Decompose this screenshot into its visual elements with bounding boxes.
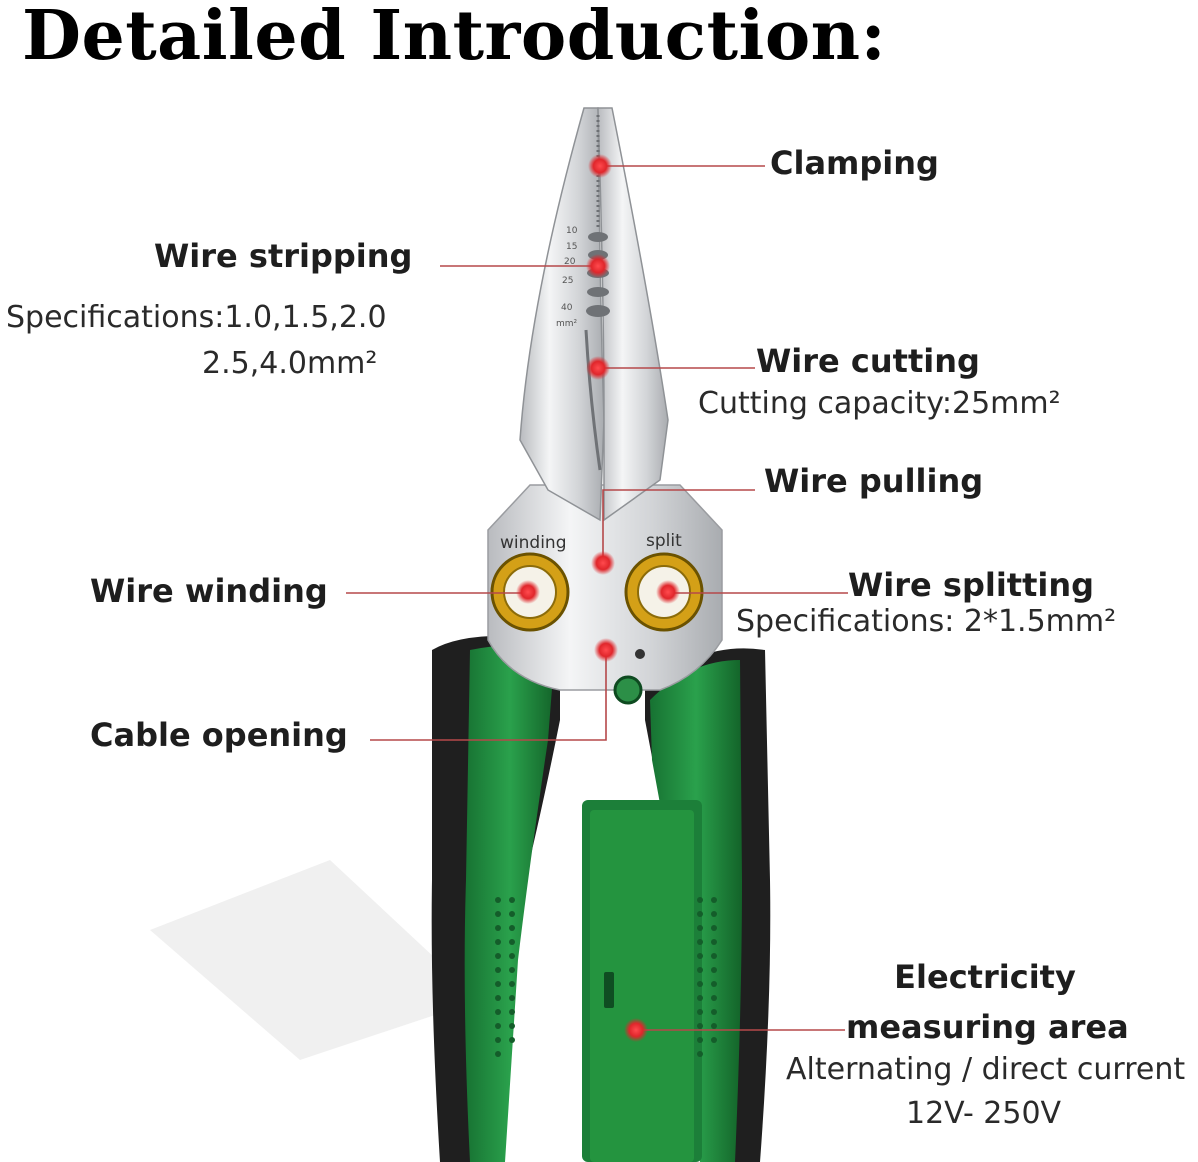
wire-stripping-label: Wire stripping	[154, 237, 413, 275]
left-grip-dots	[495, 897, 515, 1057]
wire-stripping-spec-line1: Specifications:1.0,1.5,2.0	[6, 300, 387, 335]
wire-pulling-label: Wire pulling	[764, 462, 984, 500]
clamping-label: Clamping	[770, 144, 939, 182]
wire-splitting-label: Wire splitting	[848, 566, 1095, 604]
voltage-tester-face	[590, 810, 694, 1162]
winding-marker	[516, 580, 540, 604]
electricity-measuring-spec-line2: 12V- 250V	[906, 1096, 1062, 1131]
leader-lines	[346, 165, 848, 1031]
pulling-marker	[591, 551, 615, 575]
svg-text:25: 25	[562, 276, 573, 286]
cable-opening-marker	[594, 638, 618, 662]
right-grip-dots	[697, 897, 717, 1057]
split-marking: split	[646, 531, 682, 551]
pliers-head	[487, 484, 723, 691]
measuring-marker	[624, 1018, 648, 1042]
electricity-measuring-label-line2: measuring area	[846, 1008, 1129, 1046]
electricity-measuring-label-line1: Electricity	[894, 958, 1076, 996]
electricity-measuring-spec-line1: Alternating / direct current	[786, 1052, 1186, 1087]
clamping-marker	[588, 154, 612, 178]
wire-splitting-spec: Specifications: 2*1.5mm²	[736, 604, 1117, 639]
wire-cutting-label: Wire cutting	[756, 342, 980, 380]
cable-opening-label: Cable opening	[90, 716, 348, 754]
wire-cutting-spec: Cutting capacity:25mm²	[698, 386, 1061, 421]
svg-text:mm²: mm²	[556, 319, 578, 329]
winding-marking: winding	[500, 533, 566, 553]
floor-shadow	[150, 860, 480, 1060]
svg-text:20: 20	[564, 257, 576, 267]
stripping-scale: 10 15 20 25 40 mm²	[556, 226, 578, 329]
cutting-marker	[586, 356, 610, 380]
svg-text:40: 40	[561, 303, 573, 313]
feature-markers	[516, 154, 680, 1042]
left-handle-green	[464, 645, 555, 1162]
cutter-edge	[584, 329, 602, 471]
svg-text:15: 15	[566, 242, 577, 252]
stripping-marker	[586, 254, 610, 278]
wire-stripping-spec-line2: 2.5,4.0mm²	[202, 346, 378, 381]
tester-window	[604, 972, 614, 1008]
splitting-marker	[656, 580, 680, 604]
wire-winding-label: Wire winding	[90, 572, 328, 610]
pivot-bolt	[613, 675, 643, 705]
svg-text:10: 10	[566, 226, 578, 236]
page-title: Detailed Introduction:	[22, 0, 887, 76]
